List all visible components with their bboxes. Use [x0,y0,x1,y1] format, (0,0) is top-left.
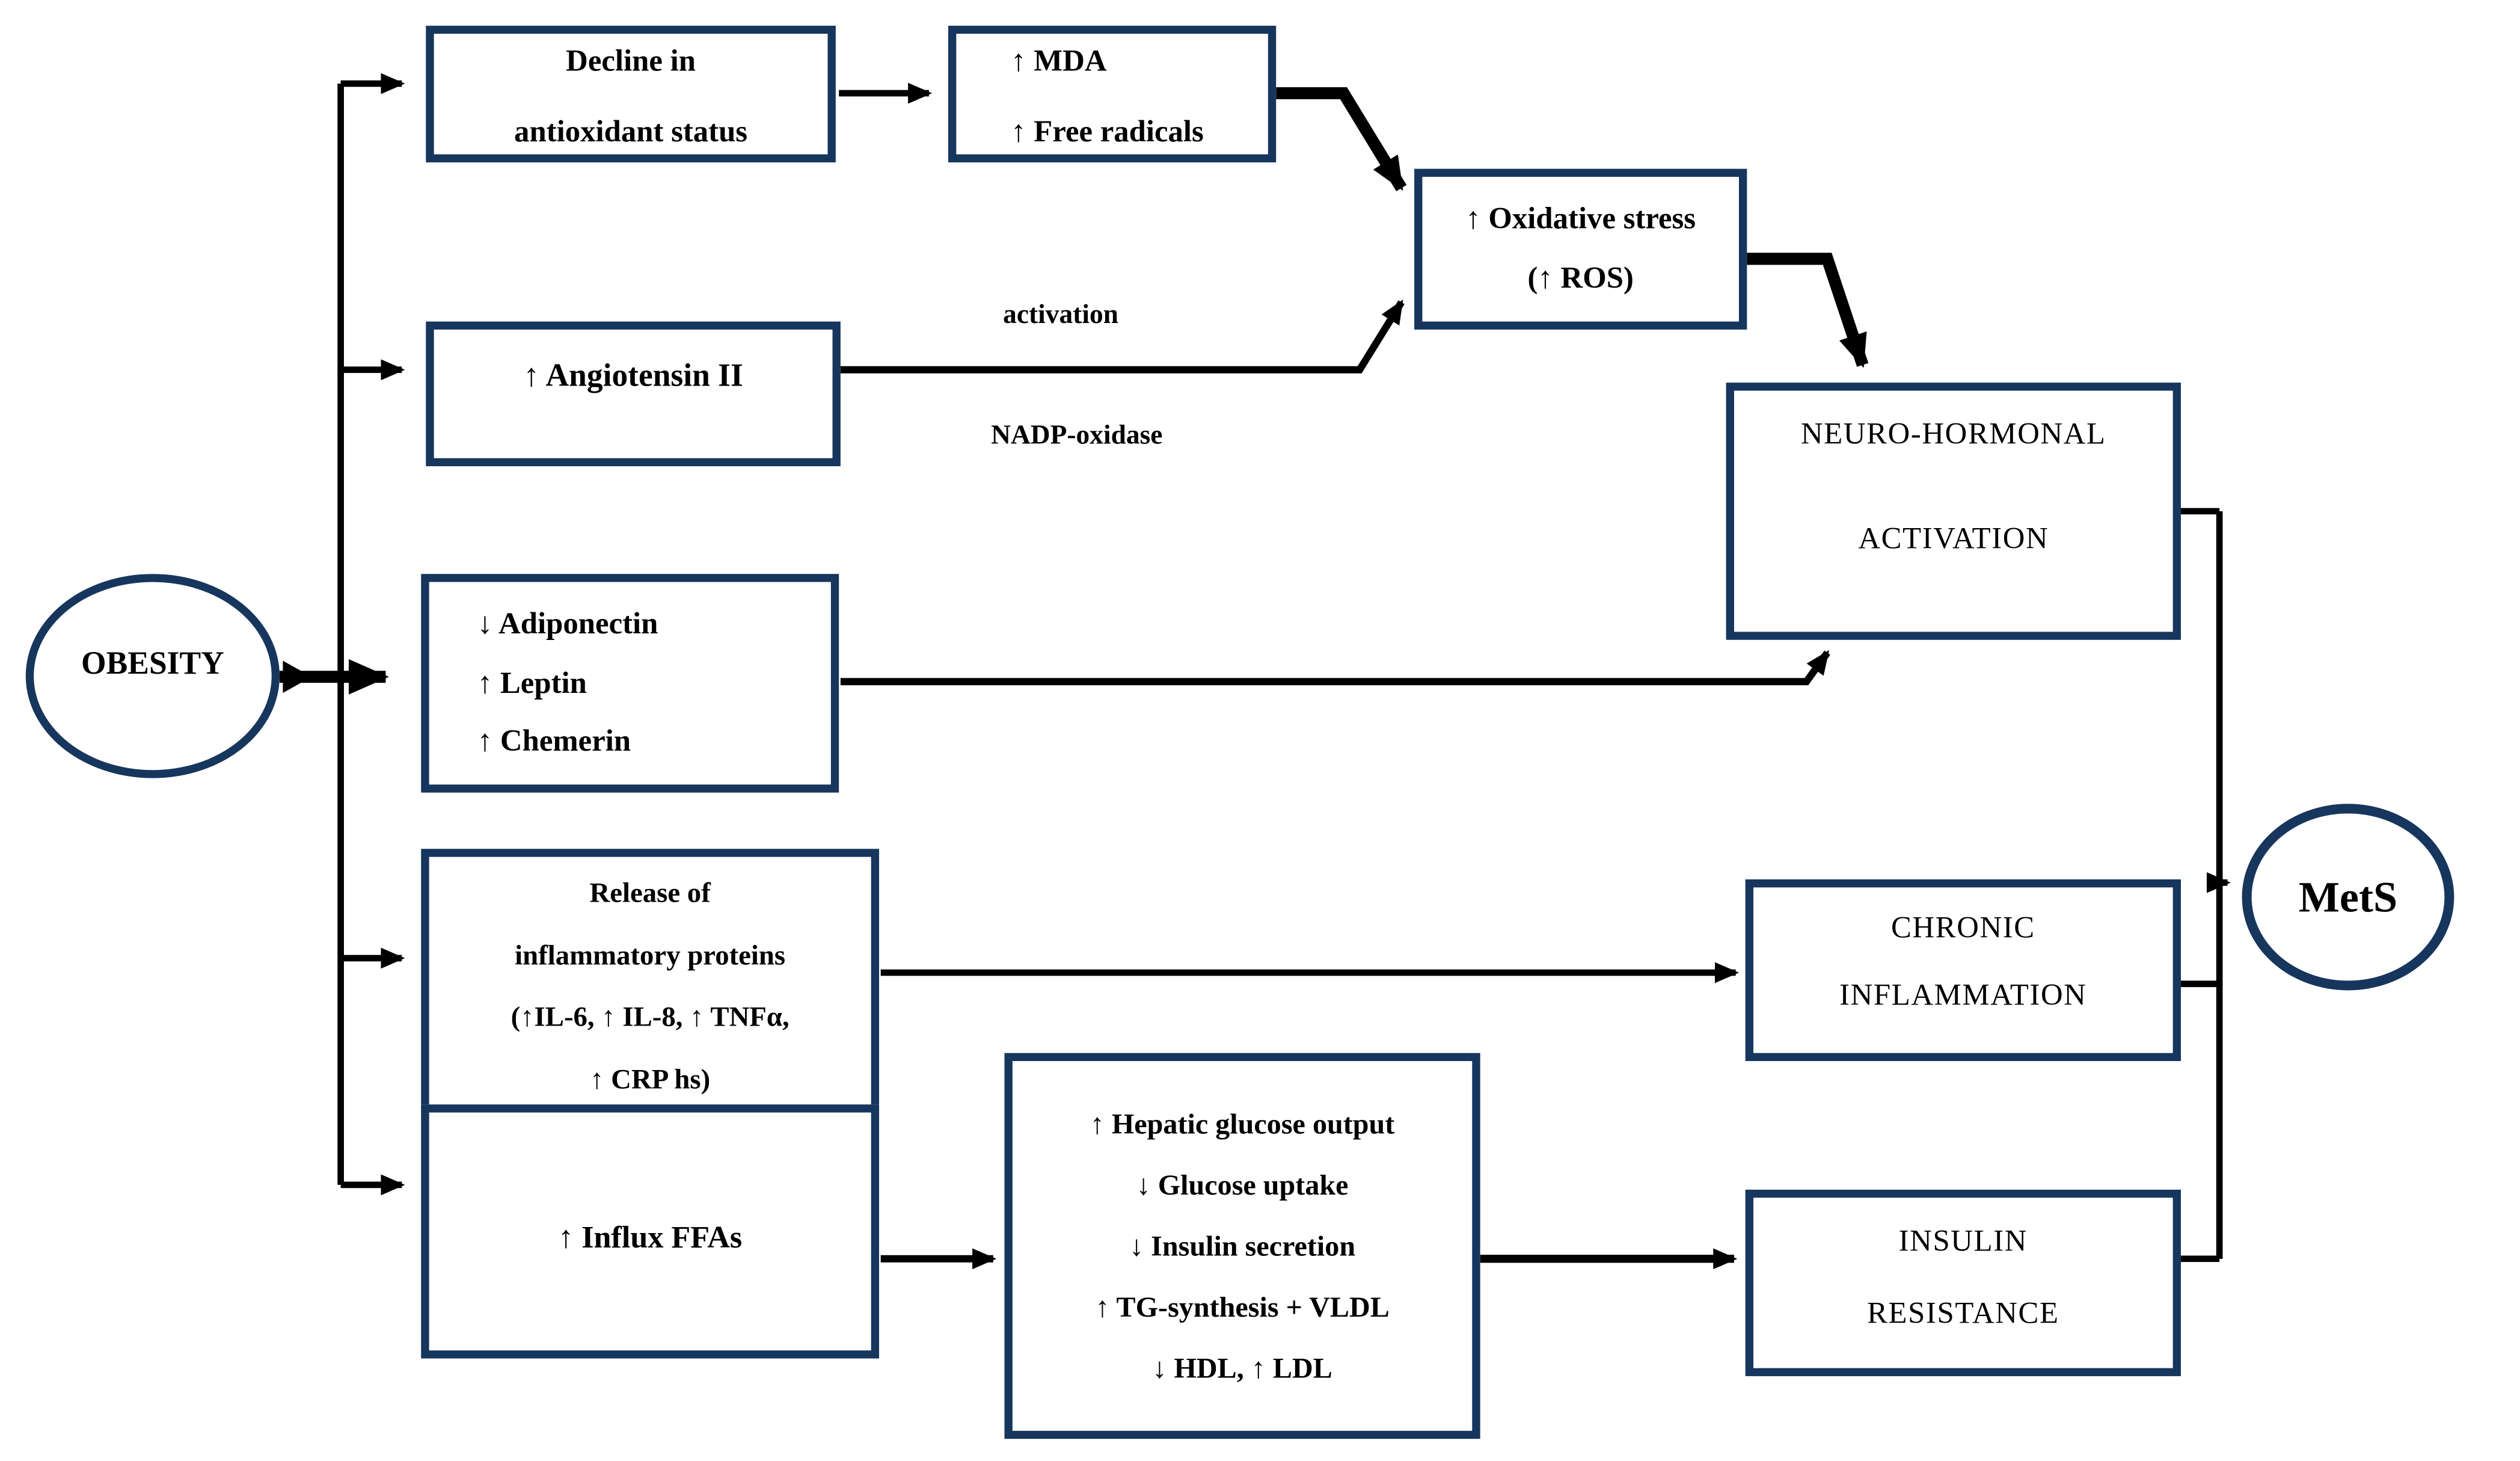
node-inflammatory-proteins-line: inflammatory proteins [515,938,786,971]
edge-label-activation: activation [1003,299,1118,330]
node-insulin-resistance: INSULIN RESISTANCE [1745,1189,2181,1376]
node-decline-line: Decline in [566,45,696,79]
node-obesity-label: OBESITY [81,646,224,682]
node-hepatic-effects-line: ↓ HDL, ↑ LDL [1152,1352,1332,1385]
node-hepatic-effects-line: ↑ Hepatic glucose output [1090,1107,1395,1140]
node-obesity: OBESITY [25,574,280,778]
edge-oxidative-to-neuro [1747,253,1869,368]
node-mets-label: MetS [2298,872,2398,921]
node-decline: Decline in antioxidant status [426,25,836,162]
node-angiotensin: ↑ Angiotensin II [426,321,841,467]
node-neuro-hormonal-line: NEURO-HORMONAL [1800,417,2106,452]
node-adipokines-line: ↓ Adiponectin [477,607,658,642]
node-mda-line: ↑ Free radicals [1011,115,1204,150]
node-inflammatory-proteins-line: ↑ CRP hs) [590,1062,711,1094]
node-hepatic-effects-line: ↑ TG-synthesis + VLDL [1095,1291,1390,1323]
edge-label-nadp-oxidase: NADP-oxidase [991,419,1163,451]
node-oxidative-stress-line: (↑ ROS) [1527,261,1634,295]
edge-adiponectin-to-neuro [840,650,1830,686]
node-mda: ↑ MDA ↑ Free radicals [948,25,1277,162]
node-hepatic-effects-line: ↓ Glucose uptake [1136,1169,1349,1201]
node-adipokines-line: ↑ Chemerin [477,724,631,758]
node-neuro-hormonal-line: ACTIVATION [1858,522,2049,556]
node-inflammatory-proteins-line: (↑IL-6, ↑ IL-8, ↑ TNFα, [510,1000,789,1032]
node-influx-ffas: ↑ Influx FFAs [421,1104,880,1359]
node-chronic-inflammation-line: CHRONIC [1890,911,2035,946]
node-adipokines: ↓ Adiponectin ↑ Leptin ↑ Chemerin [421,574,839,793]
node-chronic-inflammation: CHRONIC INFLAMMATION [1745,879,2181,1062]
node-oxidative-stress: ↑ Oxidative stress (↑ ROS) [1414,168,1747,330]
edge-angiotensin-to-oxidative [840,299,1405,374]
node-hepatic-effects: ↑ Hepatic glucose output ↓ Glucose uptak… [1004,1053,1480,1439]
node-decline-line: antioxidant status [514,115,748,150]
node-mda-line: ↑ MDA [1011,45,1107,79]
node-insulin-resistance-line: INSULIN [1898,1225,2028,1259]
node-angiotensin-line: ↑ Angiotensin II [523,358,743,394]
node-adipokines-line: ↑ Leptin [477,666,587,701]
node-inflammatory-proteins: Release of inflammatory proteins (↑IL-6,… [421,849,880,1115]
node-influx-ffas-line: ↑ Influx FFAs [558,1222,743,1256]
node-neuro-hormonal: NEURO-HORMONAL ACTIVATION [1726,383,2181,640]
node-mets: MetS [2242,804,2454,991]
node-oxidative-stress-line: ↑ Oxidative stress [1465,203,1696,237]
node-insulin-resistance-line: RESISTANCE [1867,1297,2059,1332]
node-chronic-inflammation-line: INFLAMMATION [1839,979,2087,1013]
edge-mda-to-oxidative [1276,87,1407,191]
obesity-line-arrowhead [283,660,312,693]
node-inflammatory-proteins-line: Release of [589,876,711,909]
node-hepatic-effects-line: ↓ Insulin secretion [1129,1229,1356,1263]
